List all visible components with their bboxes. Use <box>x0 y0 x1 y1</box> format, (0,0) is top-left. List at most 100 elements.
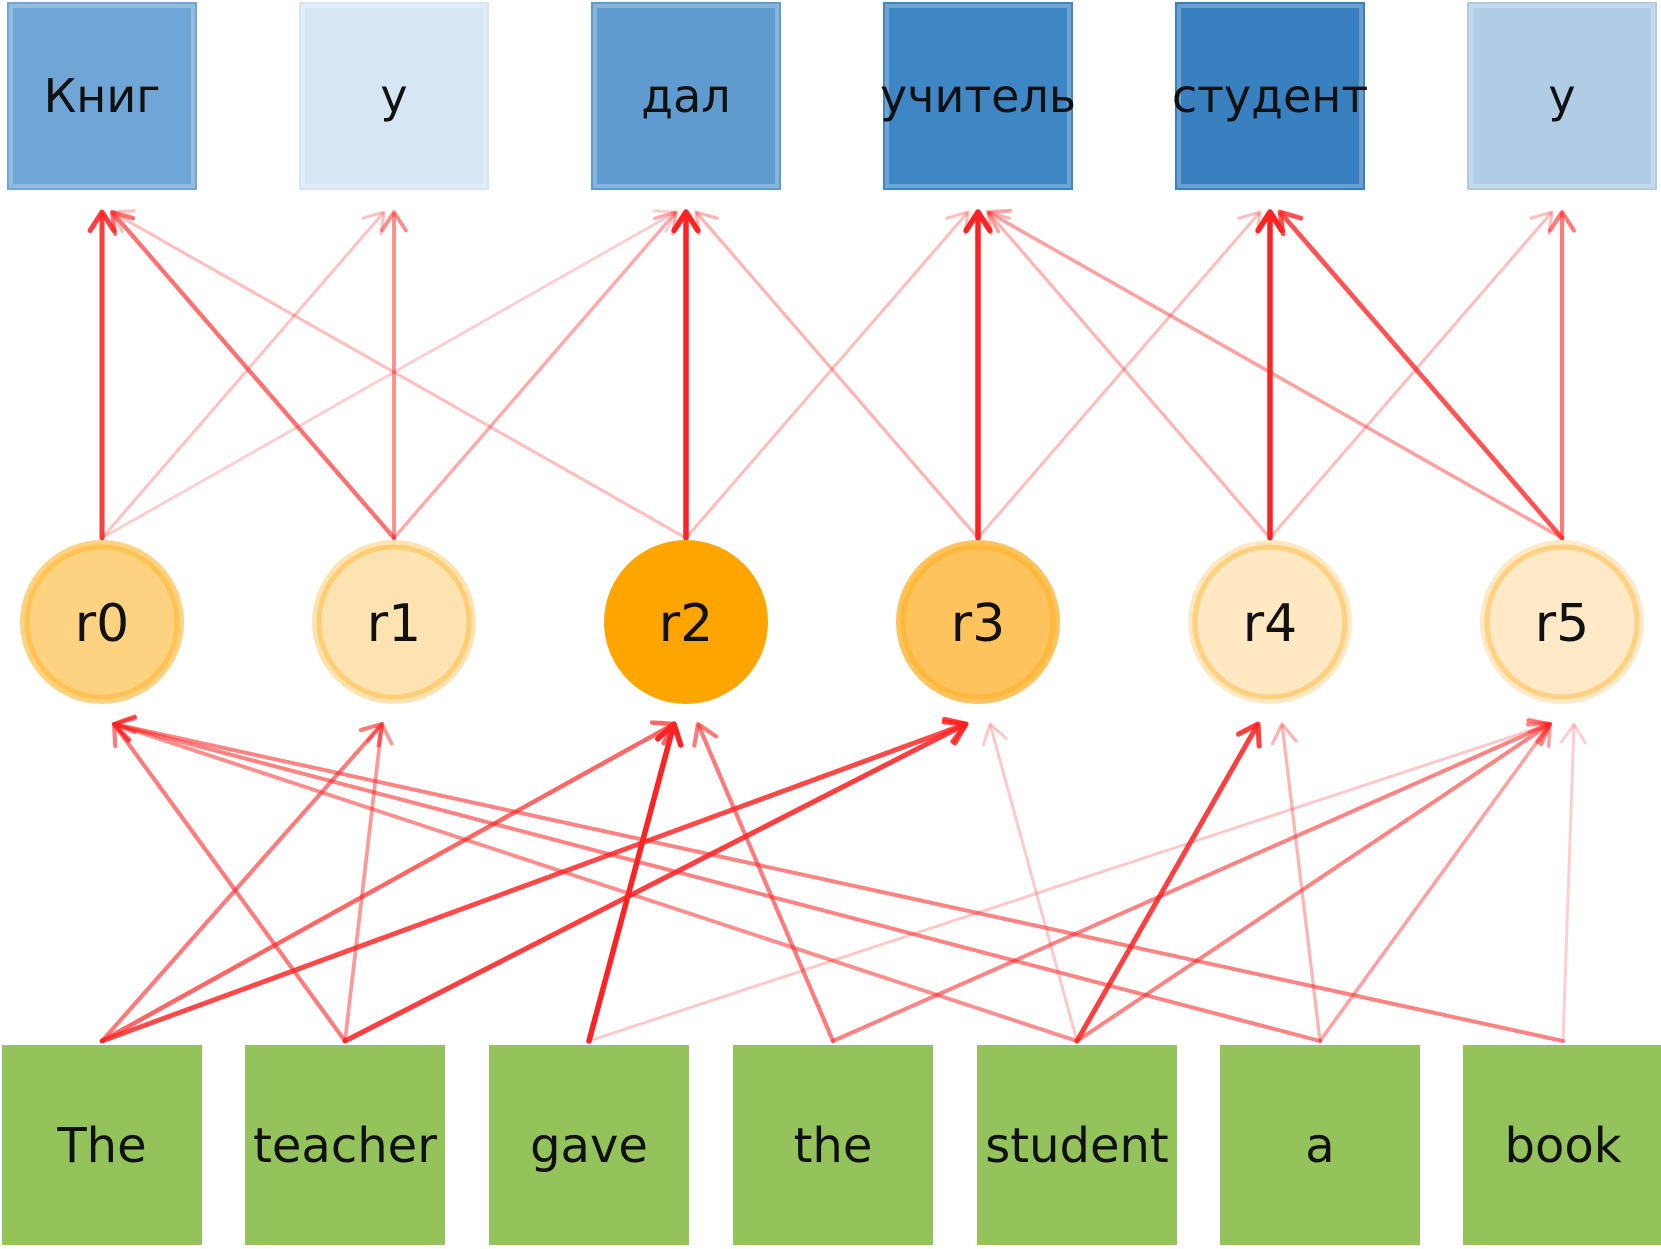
rep-to-target-edge <box>110 209 688 540</box>
source-box-fill <box>733 1045 933 1245</box>
source-token-label: the <box>794 1118 873 1174</box>
representation-node: r5 <box>1480 540 1644 704</box>
target-token-label: учитель <box>880 69 1076 123</box>
target-token-box: Книг <box>7 2 197 190</box>
target-box-fill <box>1467 2 1657 190</box>
rep-to-target-edge <box>1268 210 1554 540</box>
target-token-label: студент <box>1172 69 1368 123</box>
target-box-inner-border <box>885 4 1071 188</box>
source-token-label: book <box>1505 1118 1622 1174</box>
source-token-box: The <box>2 1045 202 1245</box>
target-token-box: учитель <box>880 2 1076 190</box>
rep-circle-fill <box>604 540 768 704</box>
source-to-rep-edge <box>587 717 1552 1043</box>
rep-to-target-edge <box>392 210 678 540</box>
source-to-rep-edge <box>99 721 385 1044</box>
source-token-label: The <box>56 1118 146 1174</box>
target-box-inner-border <box>301 4 487 188</box>
rep-to-target-edge <box>963 209 993 541</box>
rep-to-target-edge <box>100 210 386 540</box>
source-to-rep-edge <box>1318 722 1552 1043</box>
source-token-box: student <box>977 1045 1177 1245</box>
rep-to-target-edge <box>976 210 1262 540</box>
source-to-rep-edge <box>586 721 684 1044</box>
rep-to-target-edge <box>109 209 397 541</box>
rep-to-target-edge <box>1548 209 1576 541</box>
target-token-box: у <box>1467 2 1657 190</box>
source-box-fill <box>2 1045 202 1245</box>
rep-circle-fill <box>896 540 1060 704</box>
rep-to-target-edge <box>380 210 408 540</box>
rep-label: r0 <box>75 594 129 654</box>
rep-circle-ring <box>24 544 180 700</box>
target-box-fill <box>883 2 1073 190</box>
source-box-fill <box>1463 1045 1661 1245</box>
rep-label: r4 <box>1243 594 1297 654</box>
target-token-box: дал <box>591 2 781 190</box>
rep-circle-ring <box>316 544 472 700</box>
rep-label: r3 <box>951 594 1005 654</box>
rep-circle-ring <box>1192 544 1348 700</box>
rep-to-target-edge <box>1277 209 1565 541</box>
rep-to-target-edge <box>100 209 678 540</box>
source-to-rep-edge <box>981 722 1079 1043</box>
target-token-box: студент <box>1172 2 1368 190</box>
source-token-label: teacher <box>253 1118 437 1174</box>
source-box-fill <box>1220 1045 1420 1245</box>
target-box-inner-border <box>1177 4 1363 188</box>
target-token-label: у <box>1548 69 1575 123</box>
target-token-label: дал <box>641 69 730 123</box>
source-to-rep-edge <box>831 718 1552 1043</box>
source-token-label: student <box>985 1118 1169 1174</box>
target-box-inner-border <box>9 4 195 188</box>
rep-to-target-edge <box>694 210 980 540</box>
representation-node: r3 <box>896 540 1060 704</box>
representation-node: r1 <box>312 540 476 704</box>
target-token-label: у <box>380 69 407 123</box>
source-token-label: a <box>1305 1118 1334 1174</box>
rep-circle-ring <box>1484 544 1640 700</box>
target-box-fill <box>1175 2 1365 190</box>
rep-to-target-edge <box>986 210 1272 540</box>
target-box-inner-border <box>1469 4 1655 188</box>
source-box-fill <box>245 1045 445 1245</box>
source-box-fill <box>977 1045 1177 1245</box>
rep-circle-ring <box>900 544 1056 700</box>
rep-circle-fill <box>1188 540 1352 704</box>
source-to-rep-edge <box>342 719 969 1044</box>
target-box-fill <box>299 2 489 190</box>
representation-node: r4 <box>1188 540 1352 704</box>
target-box-fill <box>7 2 197 190</box>
source-to-rep-edge <box>112 714 1565 1043</box>
rep-label: r1 <box>367 594 421 654</box>
rep-to-target-edge <box>986 209 1564 540</box>
rep-circle-fill <box>312 540 476 704</box>
target-box-inner-border <box>593 4 779 188</box>
source-box-fill <box>489 1045 689 1245</box>
source-token-box: gave <box>489 1045 689 1245</box>
source-token-label: gave <box>530 1118 648 1174</box>
representation-node: r2 <box>604 540 768 704</box>
target-token-label: Книг <box>44 69 161 123</box>
source-to-rep-edge <box>1074 721 1262 1044</box>
rep-label: r5 <box>1535 594 1589 654</box>
source-to-rep-edge <box>1075 722 1552 1043</box>
source-token-box: the <box>733 1045 933 1245</box>
rep-to-target-edge <box>671 209 701 541</box>
source-to-rep-edge <box>343 722 394 1043</box>
rep-circle-fill <box>1480 540 1644 704</box>
rep-circle-fill <box>20 540 184 704</box>
representation-node: r0 <box>20 540 184 704</box>
source-token-box: teacher <box>245 1045 445 1245</box>
rep-label: r2 <box>659 594 713 654</box>
rep-to-target-edge <box>87 209 117 541</box>
target-box-fill <box>591 2 781 190</box>
rep-to-target-edge <box>1255 209 1285 541</box>
source-to-rep-edge <box>1560 722 1587 1043</box>
target-token-box: у <box>299 2 489 190</box>
source-token-box: a <box>1220 1045 1420 1245</box>
rep-circle-ring <box>608 544 764 700</box>
source-token-box: book <box>1463 1045 1661 1245</box>
